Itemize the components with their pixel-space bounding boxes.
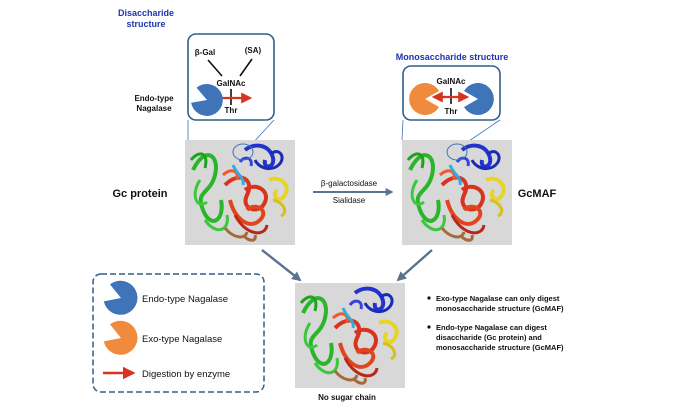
endo-nagalase-label-line2: Nagalase <box>136 104 172 113</box>
flow-arrow-left <box>261 249 302 282</box>
endo-nagalase-icon <box>191 84 223 116</box>
note1-line1: Exo-type Nagalase can only digest <box>436 294 560 303</box>
note2-line1: Endo-type Nagalase can digest <box>436 323 547 332</box>
flow-arrow-right <box>396 249 433 282</box>
disaccharide-heading-line2: structure <box>126 19 165 29</box>
sialidase-label: Sialidase <box>333 196 366 205</box>
note2-line3: monosaccharide structure (GcMAF) <box>436 343 564 352</box>
legend-exo-icon <box>103 320 138 355</box>
note1-bullet <box>427 296 431 300</box>
mono-thr-label: Thr <box>445 107 458 116</box>
legend-endo-icon <box>103 280 138 315</box>
endo-nagalase-icon-right <box>464 83 494 115</box>
legend-exo-label: Exo-type Nagalase <box>142 334 222 345</box>
monosaccharide-heading: Monosaccharide structure <box>396 52 509 62</box>
legend: Endo-type Nagalase Exo-type Nagalase Dig… <box>92 273 265 393</box>
beta-galactosidase-label: β-galactosidase <box>321 179 378 188</box>
disaccharide-panel: Disaccharide structure β-Gal (SA) GalNAc… <box>118 8 275 146</box>
note1-line2: monosaccharide structure (GcMAF) <box>436 304 564 313</box>
monosaccharide-panel: Monosaccharide structure GalNAc Thr <box>396 52 509 146</box>
galnac-label: GalNAc <box>217 79 246 88</box>
notes: Exo-type Nagalase can only digest monosa… <box>427 294 564 352</box>
endo-nagalase-label-line1: Endo-type <box>134 94 174 103</box>
note2-bullet <box>427 325 431 329</box>
thr-label: Thr <box>225 106 238 115</box>
note2-line2: disaccharide (Gc protein) and <box>436 333 542 342</box>
mono-galnac-label: GalNAc <box>437 77 466 86</box>
no-sugar-chain-label: No sugar chain <box>318 393 376 402</box>
gc-protein-label: Gc protein <box>112 188 167 200</box>
sa-label: (SA) <box>245 46 262 55</box>
gc-protein-structure <box>183 138 297 247</box>
legend-digestion-label: Digestion by enzyme <box>142 369 230 380</box>
bond-sa-galnac <box>239 58 253 77</box>
legend-endo-label: Endo-type Nagalase <box>142 294 228 305</box>
beta-gal-label: β-Gal <box>195 48 215 57</box>
disaccharide-heading-line1: Disaccharide <box>118 8 174 18</box>
no-sugar-protein-structure <box>293 281 407 390</box>
exo-nagalase-icon <box>409 83 439 115</box>
bond-gal-galnac <box>207 59 223 77</box>
gcmaf-structure <box>400 138 514 247</box>
mono-zoom-line-left <box>401 119 404 141</box>
gcmaf-label: GcMAF <box>518 188 557 200</box>
